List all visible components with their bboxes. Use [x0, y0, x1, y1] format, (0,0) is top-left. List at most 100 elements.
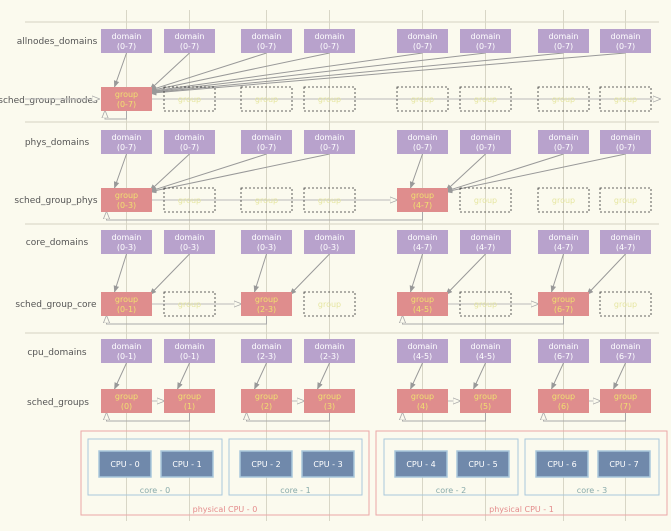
arrow [149, 52, 190, 91]
core-domains-box: domain(4-7) [538, 230, 589, 254]
cpu-domains-box: domain(6-7) [538, 339, 589, 363]
core-border [383, 438, 519, 496]
label-sched-group-phys: sched_group_phys [14, 196, 97, 206]
cpu-label: CPU - 6 [547, 460, 576, 469]
box-range: (0-7) [320, 143, 339, 152]
physical-cpu-1: physical CPU - 1 [375, 430, 668, 516]
box-word: domain [175, 342, 205, 351]
row-separators [25, 21, 659, 334]
inactive-group-rect [303, 187, 356, 213]
allnodes-domains-box: domain(0-7) [460, 29, 511, 53]
box-word: group [411, 95, 434, 104]
inactive-group-rect [599, 86, 652, 112]
box-word: group [178, 300, 201, 309]
sched-group-core-box: group [459, 291, 512, 317]
core-label: core - 3 [577, 486, 607, 495]
box-word: group [255, 196, 278, 205]
domain-rect [164, 339, 215, 363]
domain-rect [460, 339, 511, 363]
box-word: domain [611, 32, 641, 41]
box-word: group [318, 300, 341, 309]
box-range: (0-7) [180, 143, 199, 152]
sched-groups-box: group(0) [101, 389, 152, 413]
group-rect [304, 389, 355, 413]
label-phys-domains: phys_domains [25, 138, 90, 148]
box-range: (3) [324, 402, 335, 411]
box-range: (0-3) [257, 243, 276, 252]
phys-domains-box: domain(0-7) [460, 130, 511, 154]
core-domains-box: domain(4-7) [600, 230, 651, 254]
box-word: domain [252, 233, 282, 242]
arrow [113, 253, 127, 293]
domain-rect [304, 130, 355, 154]
box-range: (0-7) [257, 42, 276, 51]
cpu-rect [456, 450, 510, 478]
box-word: group [318, 95, 341, 104]
phys-domains-box: domain(0-7) [164, 130, 215, 154]
arrow [289, 253, 330, 296]
cpu-2: CPU - 2 [239, 450, 293, 478]
box-range: (0-1) [117, 305, 136, 314]
core-border [87, 438, 223, 496]
arrow [317, 362, 330, 390]
domain-rect [164, 130, 215, 154]
inactive-group-rect [537, 86, 590, 112]
arrow [149, 52, 564, 95]
box-range: (0-1) [180, 352, 199, 361]
box-word: domain [112, 342, 142, 351]
cpu-label: CPU - 7 [609, 460, 638, 469]
box-range: (0-7) [117, 143, 136, 152]
box-range: (5) [480, 402, 491, 411]
cpu-7: CPU - 7 [597, 450, 651, 478]
box-range: (4-5) [476, 352, 495, 361]
core-domains-box: domain(0-3) [164, 230, 215, 254]
domain-rect [538, 29, 589, 53]
box-word: domain [175, 32, 205, 41]
box-word: domain [252, 342, 282, 351]
cpu-label: CPU - 2 [251, 460, 280, 469]
cpu-0: CPU - 0 [98, 450, 152, 478]
cpu-rect [160, 450, 214, 478]
cpu-label: CPU - 4 [406, 460, 435, 469]
domain-rect [241, 339, 292, 363]
cpu-label: CPU - 3 [313, 460, 342, 469]
cpu-domains-box: domain(0-1) [101, 339, 152, 363]
cpu-rect [301, 450, 355, 478]
group-rect [538, 292, 589, 316]
domain-rect [164, 230, 215, 254]
core-2: core - 2 [383, 438, 519, 496]
core-border [228, 438, 363, 496]
box-word: domain [549, 233, 579, 242]
box-word: group [178, 95, 201, 104]
sched-groups-box: group(4) [397, 389, 448, 413]
allnodes-domains-box: domain(0-7) [397, 29, 448, 53]
domain-rect [304, 29, 355, 53]
core-label: core - 2 [436, 486, 466, 495]
box-word: group [614, 392, 637, 401]
box-word: domain [611, 233, 641, 242]
box-word: domain [315, 32, 345, 41]
sched-group-phys-box: group [240, 187, 293, 213]
box-word: domain [408, 342, 438, 351]
domain-rect [600, 29, 651, 53]
allnodes-domains-box: domain(0-7) [101, 29, 152, 53]
box-range: (0-3) [117, 201, 136, 210]
group-rect [241, 292, 292, 316]
domain-rect [460, 29, 511, 53]
inactive-group-rect [459, 291, 512, 317]
allnodes-domains-box: domain(0-7) [600, 29, 651, 53]
box-range: (4-7) [616, 243, 635, 252]
box-word: domain [112, 133, 142, 142]
box-range: (4-7) [413, 243, 432, 252]
core-domains-box: domain(4-7) [397, 230, 448, 254]
label-core-domains: core_domains [26, 238, 89, 248]
group-rect [538, 389, 589, 413]
box-word: group [552, 392, 575, 401]
box-word: domain [471, 133, 501, 142]
group-rect [101, 188, 152, 212]
core-border [524, 438, 660, 496]
arrow [445, 153, 486, 192]
box-word: group [614, 196, 637, 205]
sched-group-phys-box: group [599, 187, 652, 213]
box-range: (0-7) [117, 42, 136, 51]
